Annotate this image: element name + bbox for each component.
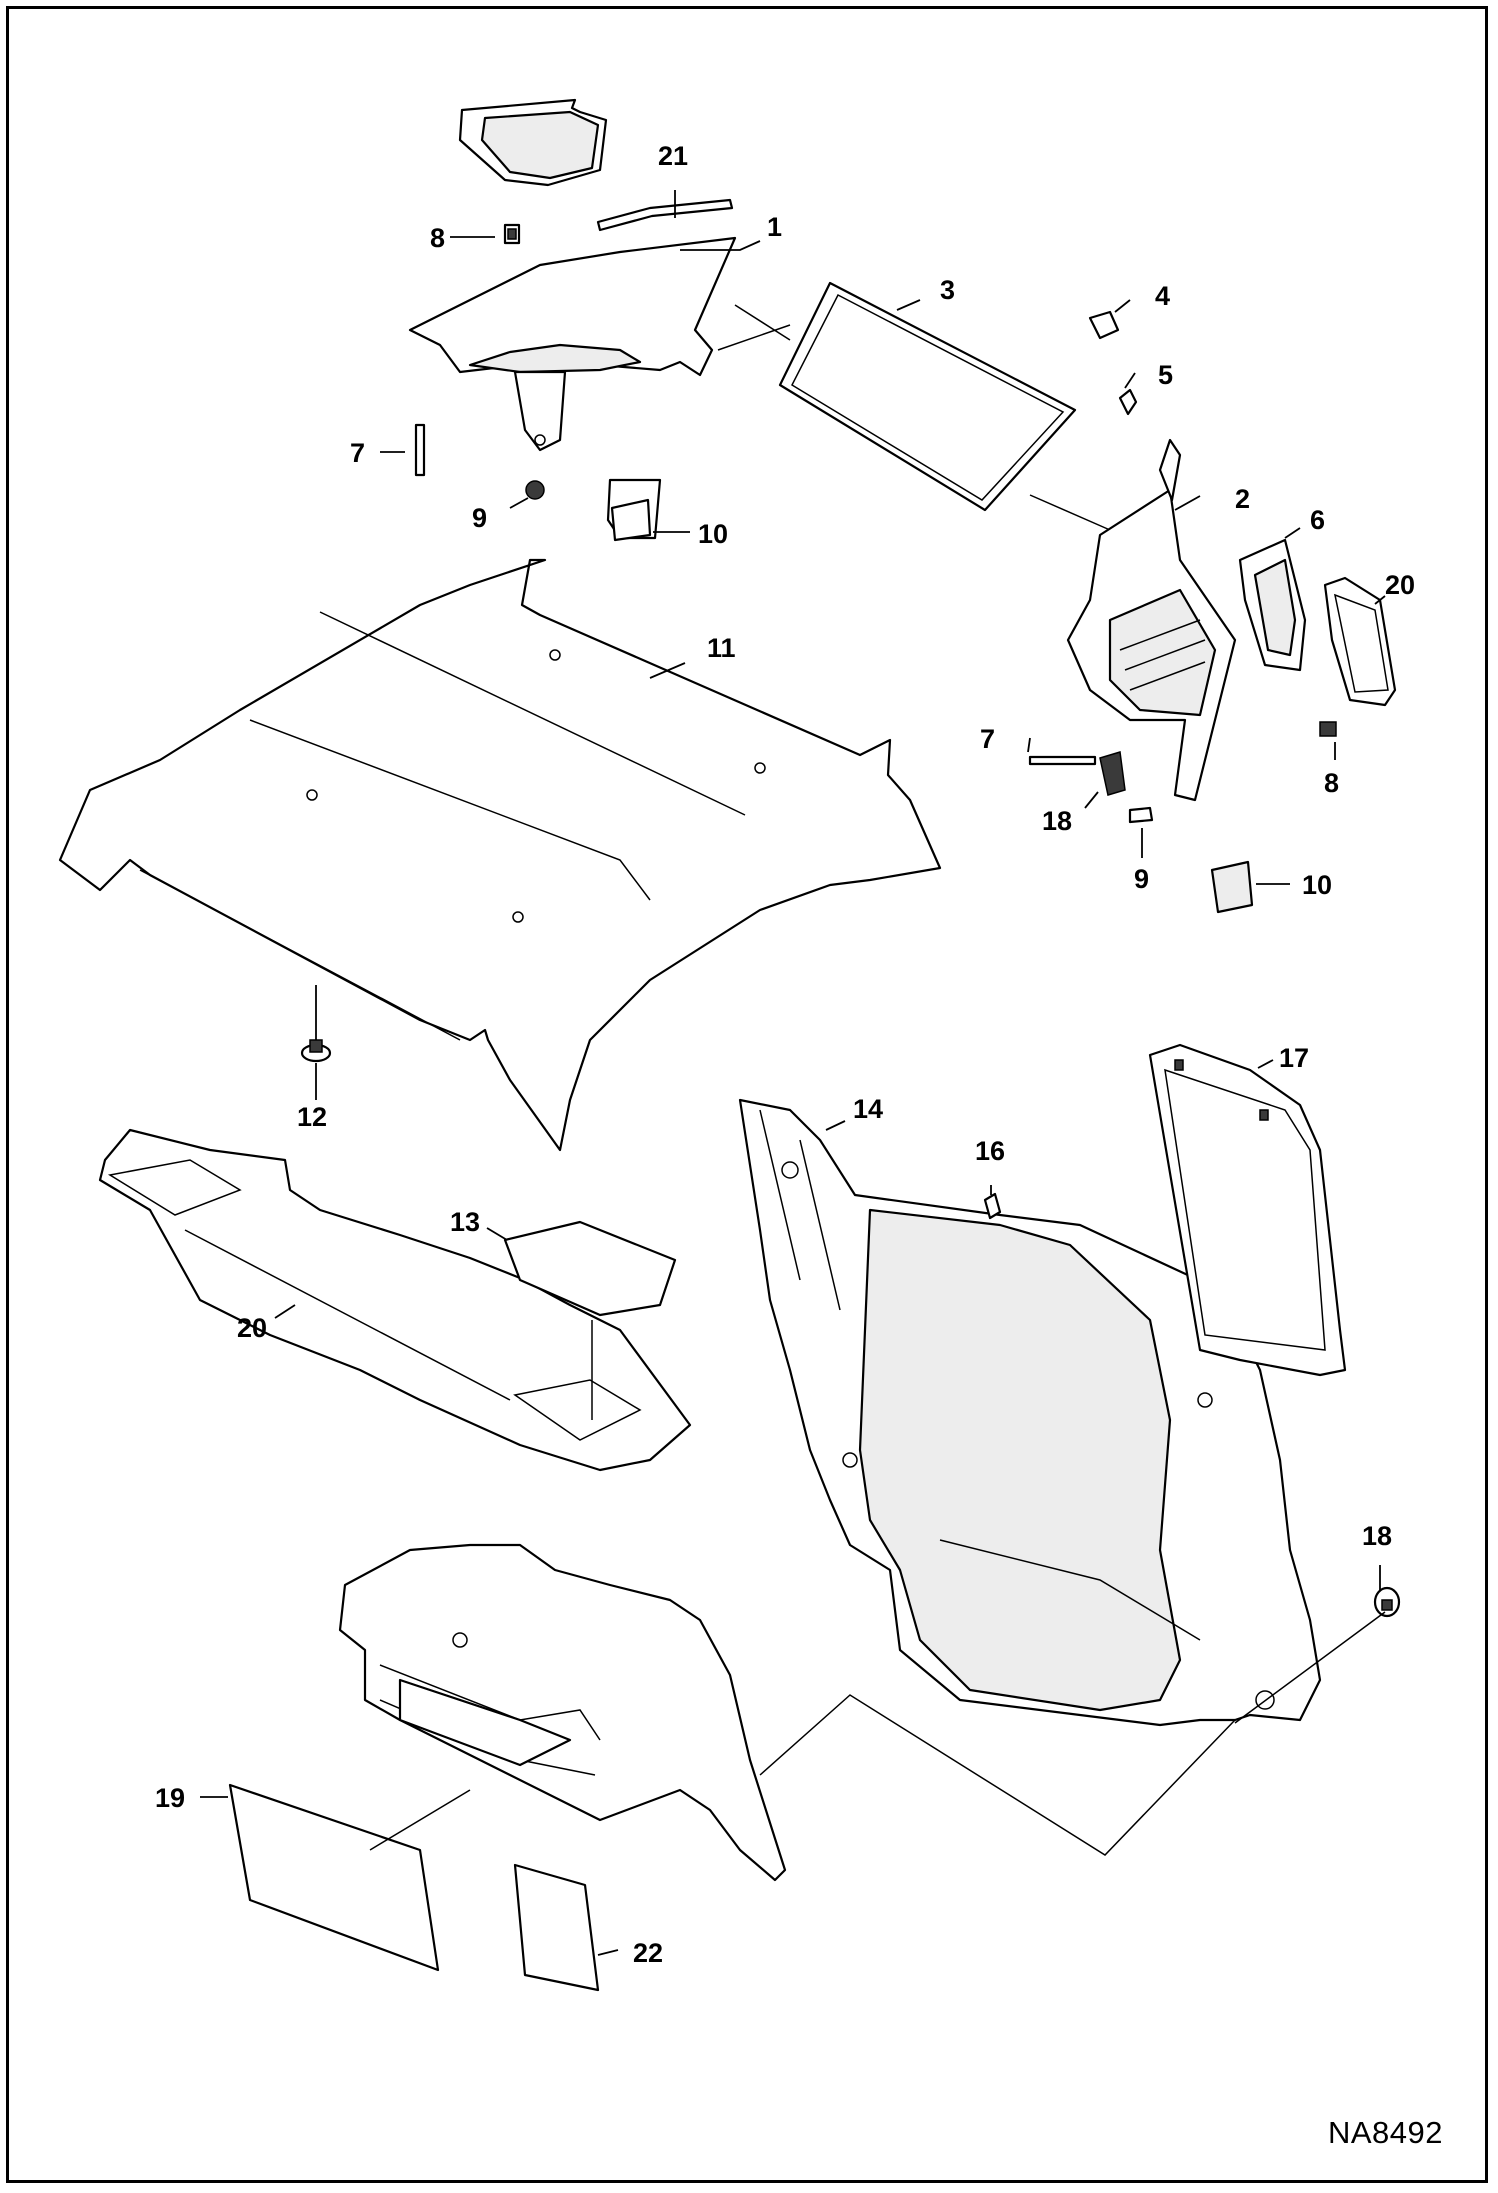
part-22-pad [513, 1863, 600, 1992]
rear-wall-panel [338, 1543, 787, 1882]
callout-8a: 8 [430, 223, 445, 253]
callout-6: 6 [1310, 505, 1325, 535]
part-9-screw-right [1128, 806, 1154, 824]
part-1-upper-trim [408, 98, 791, 540]
part-18-latch [1099, 751, 1126, 796]
part-2-side-trim [1066, 438, 1237, 802]
callout-12: 12 [297, 1102, 327, 1132]
callout-22: 22 [633, 1938, 663, 1968]
callout-13: 13 [450, 1207, 480, 1237]
callout-1: 1 [767, 212, 782, 242]
callout-21: 21 [658, 141, 688, 171]
drawing-id: NA8492 [1327, 2115, 1443, 2150]
callout-7a: 7 [350, 438, 365, 468]
callout-17: 18 [1362, 1521, 1392, 1551]
callout-14: 14 [853, 1094, 883, 1124]
part-7-pin-left [414, 423, 426, 477]
part-8-clip-right [1319, 721, 1337, 737]
part-17-fastener [1373, 1586, 1401, 1618]
diagram-border [6, 6, 1488, 2183]
callout-19: 19 [155, 1783, 185, 1813]
part-19-pad [228, 1783, 440, 1972]
part-9-screw-left [525, 480, 545, 500]
part-11-headliner [58, 558, 942, 1152]
callout-8b: 8 [1324, 768, 1339, 798]
part-8-clip-upper [503, 223, 521, 245]
part-10-bracket-left [610, 498, 652, 542]
part-20-lower-panel [98, 1128, 692, 1472]
callout-5: 5 [1158, 360, 1173, 390]
callout-11: 11 [707, 633, 736, 663]
callout-20a: 20 [1385, 570, 1415, 600]
callout-20b: 20 [237, 1313, 267, 1343]
callout-labels: 21 1 8 3 4 5 7 9 10 2 6 20 11 7 8 18 9 1… [155, 141, 1415, 1968]
callout-3: 3 [940, 275, 955, 305]
callout-9b: 9 [1134, 864, 1149, 894]
callout-15: 17 [1279, 1043, 1309, 1073]
part-10-bracket-right [1210, 860, 1254, 914]
callout-4: 4 [1155, 281, 1170, 311]
leader-lines [200, 190, 1386, 1956]
part-3-panel [778, 281, 1077, 512]
part-15-door-panel [1148, 1043, 1347, 1377]
callout-2: 2 [1235, 484, 1250, 514]
part-4-nut [1088, 310, 1120, 340]
callout-10a: 10 [698, 519, 728, 549]
callout-9a: 9 [472, 503, 487, 533]
callout-16: 16 [975, 1136, 1005, 1166]
part-7-pin-right [1028, 755, 1097, 766]
part-5-screw [1118, 388, 1138, 416]
callout-10b: 10 [1302, 870, 1332, 900]
part-12-fastener [300, 1039, 332, 1063]
part-20-gasket-right [1323, 576, 1397, 707]
part-21-strip [596, 198, 734, 232]
part-14-rear-panel [738, 1098, 1322, 1727]
callout-7b: 7 [980, 724, 995, 754]
part-13-pad [503, 1220, 677, 1317]
callout-18: 18 [1042, 806, 1072, 836]
part-16-clip [983, 1192, 1002, 1220]
